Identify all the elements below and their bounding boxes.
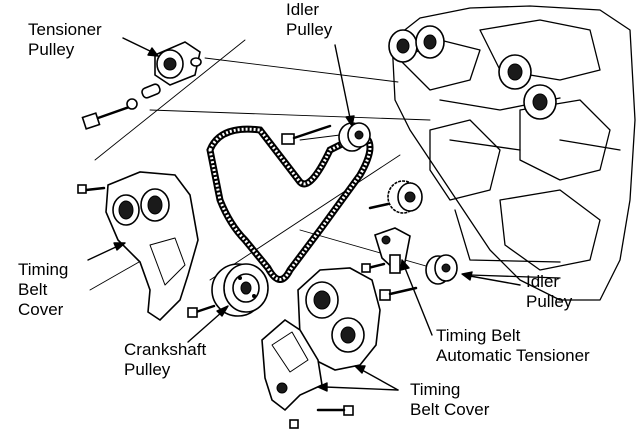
alignment-lines [89, 39, 441, 291]
tensioner-pulley-label: Tensioner Pulley [28, 20, 102, 59]
timing-belt [206, 125, 374, 283]
label-leader-lines [87, 37, 521, 392]
automatic-tensioner-label: Timing Belt Automatic Tensioner [436, 326, 590, 365]
camshaft-sprockets [388, 25, 557, 120]
center-toothed-pulley [368, 180, 423, 214]
lower-timing-belt-cover-bottom [261, 318, 354, 429]
idler-pulley-top-part [281, 122, 371, 152]
lower-timing-belt-cover-front [297, 267, 381, 371]
crankshaft-pulley-part [187, 263, 269, 318]
timing-belt-cover-left-label: Timing Belt Cover [18, 260, 69, 319]
crankshaft-pulley-label: Crankshaft Pulley [124, 340, 207, 379]
idler-pulley-right-label: Idler Pulley [526, 272, 573, 311]
timing-belt-cover-bottom-label: Timing Belt Cover [410, 380, 490, 419]
engine-block [391, 5, 636, 301]
idler-pulley-right-part [379, 254, 458, 301]
upper-timing-belt-cover [77, 171, 199, 322]
idler-pulley-top-label: Idler Pulley [286, 0, 333, 39]
automatic-tensioner-part [361, 227, 411, 274]
tensioner-bolt-assembly [81, 83, 161, 130]
tensioner-pulley-part [154, 41, 202, 86]
